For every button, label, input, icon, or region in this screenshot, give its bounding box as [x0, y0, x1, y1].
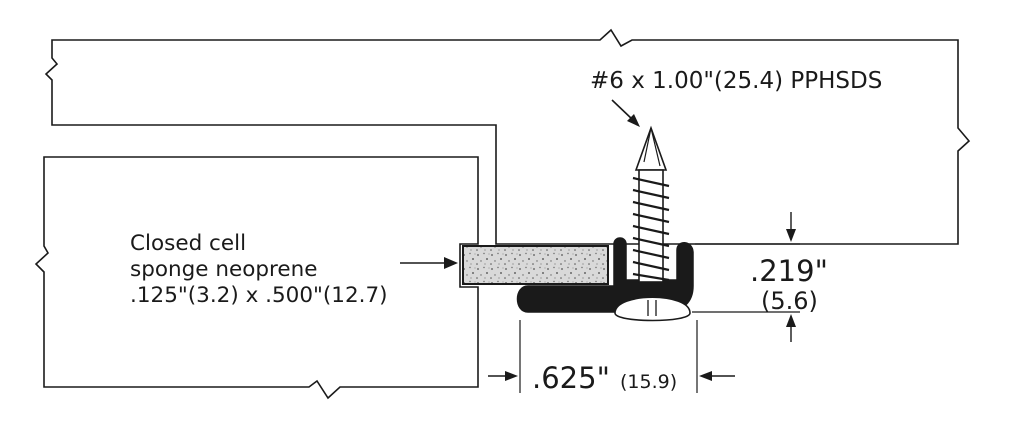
screw-pan-head: [614, 296, 691, 322]
screw-label: #6 x 1.00"(25.4) PPHSDS: [590, 68, 882, 94]
gasket-label-line-3: .125"(3.2) x .500"(12.7): [130, 283, 388, 308]
screw-flute: [643, 127, 661, 167]
screw-shank: [638, 169, 664, 283]
vertical-dimension: [692, 212, 800, 342]
horizontal-dimension: [488, 320, 735, 393]
screw-threads: [632, 176, 670, 282]
extrusion-channel: [516, 237, 694, 313]
screw-drill-tip: [634, 125, 668, 171]
gasket-label-line-2: sponge neoprene: [130, 257, 317, 282]
gasket-leader: [400, 257, 458, 269]
self-drilling-screw: [614, 125, 691, 322]
upper-substrate: [44, 28, 971, 245]
vertical-dimension-inches: .219": [750, 254, 828, 288]
horizontal-dimension-mm: (15.9): [620, 371, 677, 393]
sponge-neoprene-gasket: [462, 245, 609, 285]
lower-substrate: [34, 156, 479, 400]
horizontal-dimension-inches: .625": [532, 361, 610, 395]
gasket-label-line-1: Closed cell: [130, 231, 246, 256]
vertical-dimension-mm: (5.6): [761, 287, 818, 315]
screw-leader: [611, 99, 640, 127]
screw-head-slot: [647, 300, 657, 316]
